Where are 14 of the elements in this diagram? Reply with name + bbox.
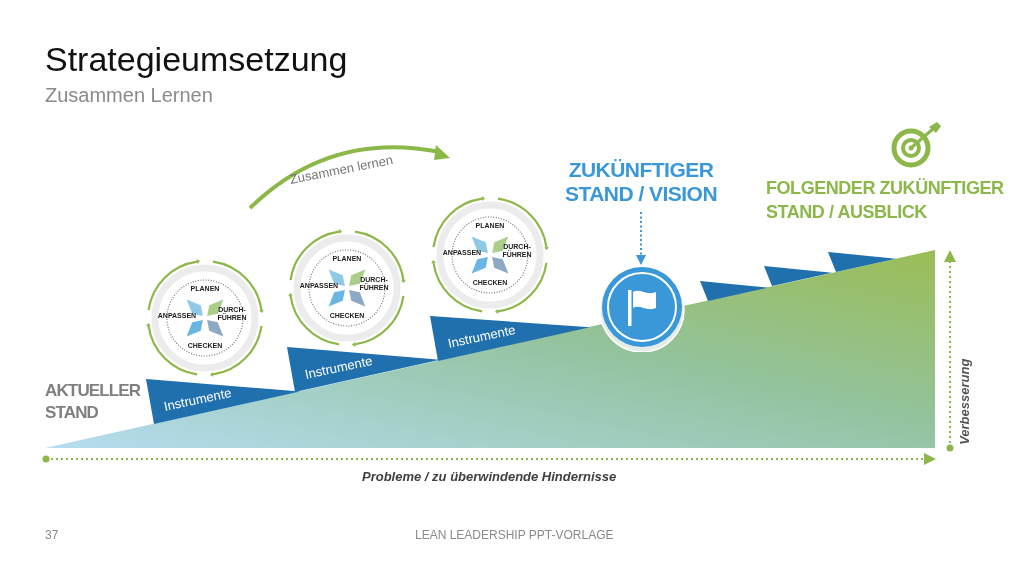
footer-text: LEAN LEADERSHIP PPT-VORLAGE: [415, 527, 614, 544]
banner-label: Instrumente: [302, 352, 375, 385]
axis-label: Probleme / zu überwindende Hindernisse: [362, 468, 617, 486]
axis-label: Verbesserung: [956, 358, 974, 445]
banner-label: Instrumente: [445, 320, 518, 353]
subtitle: Zusammen Lernen: [45, 83, 213, 108]
page-number: 37: [45, 527, 59, 544]
title: Strategieumsetzung: [45, 39, 348, 80]
heading-label: ZUKÜNFTIGER STAND / VISION: [563, 158, 719, 206]
stage-label: AKTUELLER STAND: [45, 380, 142, 424]
banner-label: Instrumente: [161, 383, 234, 416]
leader-arrow: [636, 211, 646, 265]
arrow-caption: Zusammen lernen: [288, 151, 395, 189]
stage-label: FOLGENDER ZUKÜNFTIGER STAND / AUSBLICK: [766, 177, 1005, 224]
